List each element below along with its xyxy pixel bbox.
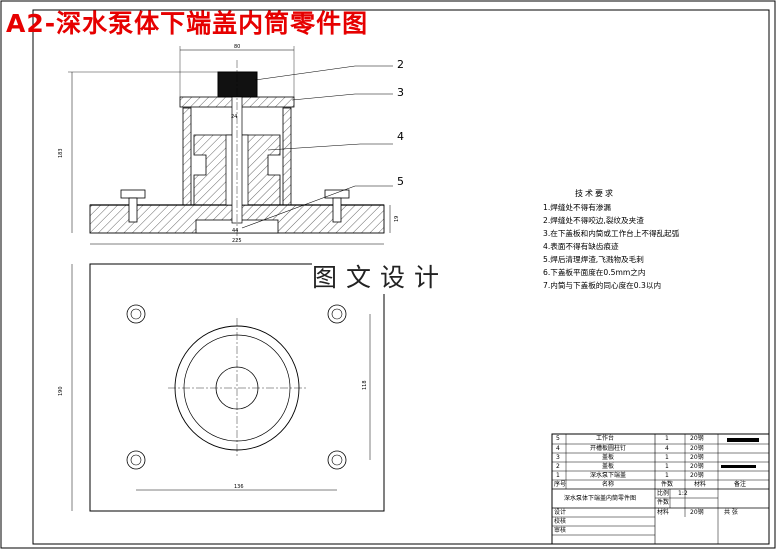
plan-holes (126, 304, 347, 470)
count-label: 件数 (657, 499, 670, 506)
dim-plan-height: 190 (58, 386, 64, 396)
drawing-name: 深水泵体下端盖内筒零件图 (564, 495, 637, 502)
tech-requirements-title: 技术要求 (575, 189, 615, 198)
part-no: 2 (556, 463, 560, 470)
callout-3: 3 (397, 86, 404, 99)
dim-base: 44 (232, 228, 238, 234)
plan-base-outline (89, 263, 385, 512)
bolt-right (324, 189, 350, 223)
tech-requirement-item: 6.下盖板平面度在0.5mm之内 (543, 268, 646, 277)
dim-base-thickness: 19 (394, 216, 400, 222)
part-no: 4 (556, 445, 560, 452)
leader-5 (241, 185, 393, 229)
material-value: 20钢 (690, 509, 704, 516)
tech-requirement-item: 5.焊后清理焊渣,飞溅物及毛刺 (543, 255, 644, 264)
callout-4: 4 (397, 130, 404, 143)
plan-view: 190 118 136 (58, 263, 385, 512)
inner-frame (32, 9, 770, 545)
part-qty: 1 (665, 463, 669, 470)
part-qty: 4 (665, 445, 669, 452)
header-name: 名称 (602, 481, 615, 488)
dim-hole-spacing-h: 136 (234, 484, 244, 490)
part-name: 盖板 (602, 463, 615, 470)
title-block-grid (551, 433, 770, 545)
audit-label: 审核 (554, 527, 567, 534)
callout-2: 2 (397, 58, 404, 71)
part-name: 开槽板圆柱钉 (590, 445, 627, 452)
callout-5: 5 (397, 175, 404, 188)
black-knob (217, 71, 258, 98)
front-section-view: 80 183 225 19 24 44 (58, 44, 400, 245)
tech-requirement-item: 3.在下盖板和内筒或工作台上不得乱起弧 (543, 229, 680, 238)
part-material: 20钢 (690, 445, 704, 452)
dim-top-width: 80 (234, 44, 240, 50)
header-qty: 件数 (661, 481, 674, 488)
scale-label: 比例 (657, 490, 670, 497)
tech-requirement-item: 7.内筒与下盖板的同心度在0.3以内 (543, 281, 662, 290)
header-material: 材料 (694, 481, 707, 488)
cylinder-wall-right (282, 107, 292, 206)
part-no: 1 (556, 472, 560, 479)
part-material: 20钢 (690, 435, 704, 442)
drawing-title: A2-深水泵体下端盖内筒零件图 (6, 9, 369, 38)
leader-2 (254, 65, 393, 81)
dim-inner-width: 24 (231, 114, 237, 120)
part-name: 工作台 (596, 435, 615, 442)
parts-mark-1 (727, 438, 759, 442)
dim-base-width: 225 (232, 238, 242, 244)
leader-3 (291, 93, 393, 101)
dim-overall-height: 183 (58, 148, 64, 158)
designer-label: 设计 (554, 509, 567, 516)
scale-value: 1:2 (678, 490, 688, 497)
part-qty: 1 (665, 435, 669, 442)
part-material: 20钢 (690, 472, 704, 479)
header-no: 序号 (554, 481, 567, 488)
tech-requirement-item: 2.焊缝处不得咬边,裂纹及夹渣 (543, 216, 644, 225)
part-material: 20钢 (690, 454, 704, 461)
tech-requirement-item: 4.表面不得有缺齿痕迹 (543, 242, 619, 251)
sheet-label: 共 张 (724, 509, 738, 516)
check-label: 校核 (554, 518, 567, 525)
cylinder-wall-left (182, 107, 192, 206)
leader-4 (267, 143, 393, 151)
tech-requirement-item: 1.焊缝处不得有渗漏 (543, 203, 611, 212)
part-qty: 1 (665, 472, 669, 479)
part-no: 5 (556, 435, 560, 442)
part-material: 20钢 (690, 463, 704, 470)
parts-mark-2 (721, 465, 756, 468)
header-remark: 备注 (734, 481, 747, 488)
material-label: 材料 (657, 509, 670, 516)
dim-hole-spacing-v: 118 (362, 380, 368, 390)
part-name: 盖板 (602, 454, 615, 461)
part-no: 3 (556, 454, 560, 461)
part-name: 深水泵下端盖 (590, 472, 627, 479)
part-qty: 1 (665, 454, 669, 461)
bolt-left (120, 189, 146, 223)
watermark-text: 图文设计 (312, 258, 449, 294)
